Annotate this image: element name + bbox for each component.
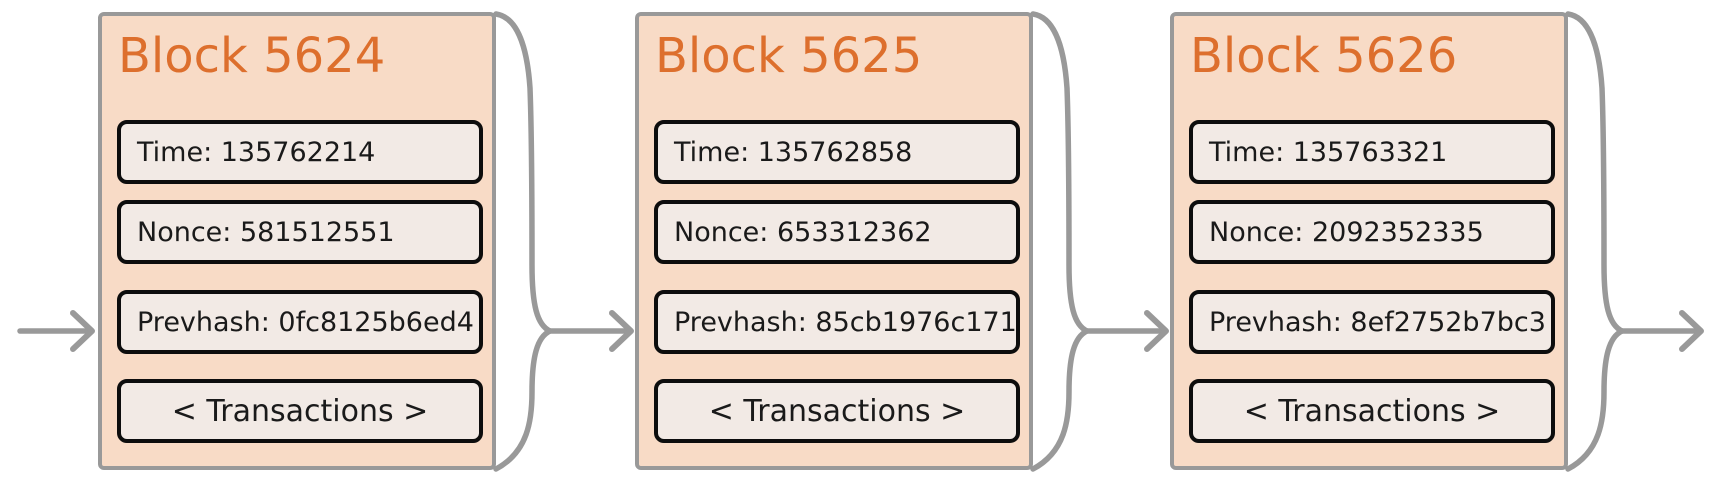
block-title: Block 5626	[1190, 28, 1458, 84]
arrow-into-block-5624-icon	[17, 310, 95, 352]
time-field: Time: 135762858	[654, 120, 1020, 184]
block-5624: Block 5624 Time: 135762214 Nonce: 581512…	[98, 12, 496, 470]
brace-block-5626-icon	[1565, 11, 1625, 472]
transactions-field: < Transactions >	[117, 379, 483, 443]
prevhash-field: Prevhash: 85cb1976c171	[654, 290, 1020, 354]
nonce-field: Nonce: 2092352335	[1189, 200, 1555, 264]
time-field: Time: 135763321	[1189, 120, 1555, 184]
brace-block-5625-icon	[1030, 11, 1090, 472]
arrow-5626-out-icon	[1619, 310, 1704, 352]
nonce-field: Nonce: 653312362	[654, 200, 1020, 264]
arrow-5625-to-5626-icon	[1084, 310, 1169, 352]
nonce-field: Nonce: 581512551	[117, 200, 483, 264]
prevhash-field: Prevhash: 8ef2752b7bc3	[1189, 290, 1555, 354]
block-5625: Block 5625 Time: 135762858 Nonce: 653312…	[635, 12, 1033, 470]
time-field: Time: 135762214	[117, 120, 483, 184]
block-5626: Block 5626 Time: 135763321 Nonce: 209235…	[1170, 12, 1568, 470]
transactions-field: < Transactions >	[654, 379, 1020, 443]
prevhash-field: Prevhash: 0fc8125b6ed4	[117, 290, 483, 354]
transactions-field: < Transactions >	[1189, 379, 1555, 443]
arrow-5624-to-5625-icon	[547, 310, 634, 352]
block-title: Block 5624	[118, 28, 386, 84]
brace-block-5624-icon	[493, 11, 553, 472]
block-title: Block 5625	[655, 28, 923, 84]
